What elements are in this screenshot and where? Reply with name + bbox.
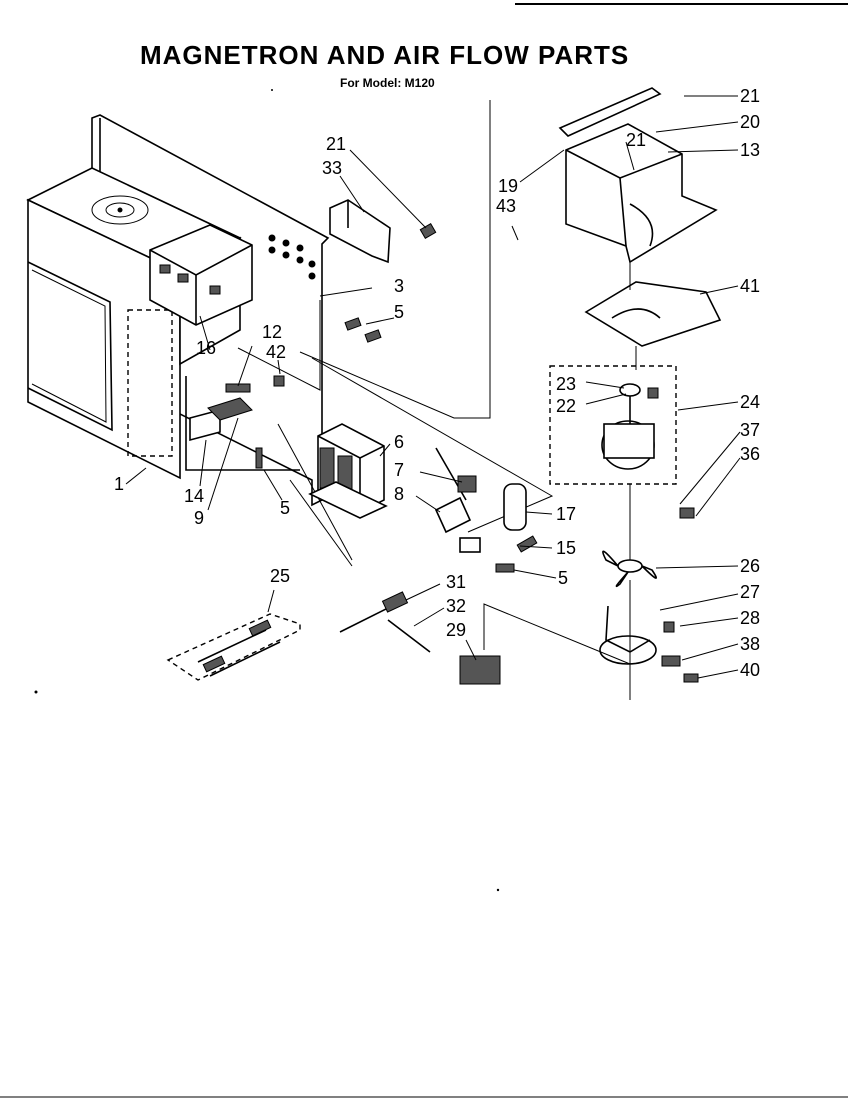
capacitor-group (434, 447, 538, 573)
kit-25 (166, 613, 301, 681)
callout-7: 7 (394, 460, 404, 480)
callout-25: 25 (270, 566, 290, 586)
callout-38: 38 (740, 634, 760, 654)
fuse-thermal-group (339, 591, 631, 690)
callout-23: 23 (556, 374, 576, 394)
callout-16: 16 (196, 338, 216, 358)
callout-1: 1 (114, 474, 124, 494)
fan-motor-assembly (549, 365, 677, 560)
callout-28: 28 (740, 608, 760, 628)
part-14-9 (189, 397, 263, 469)
callout-33: 33 (322, 158, 342, 178)
callout-27: 27 (740, 582, 760, 602)
callout-9: 9 (194, 508, 204, 528)
callout-31: 31 (446, 572, 466, 592)
callout-8: 8 (394, 484, 404, 504)
callout-21: 21 (326, 134, 346, 154)
stray-dot (34, 690, 38, 694)
callout-19: 19 (498, 176, 518, 196)
stray-dot (496, 888, 500, 892)
model-subtitle: For Model: M120 (340, 76, 435, 90)
callout-5: 5 (394, 302, 404, 322)
callout-26: 26 (740, 556, 760, 576)
callout-20: 20 (740, 112, 760, 132)
leader-lines (125, 95, 741, 679)
screws-near-panel (225, 222, 437, 393)
callout-21: 21 (740, 86, 760, 106)
callout-5: 5 (280, 498, 290, 518)
fan-blade-part (602, 550, 658, 700)
callout-5: 5 (558, 568, 568, 588)
callout-43: 43 (496, 196, 516, 216)
transformer-part (308, 423, 388, 519)
stray-dot (271, 89, 273, 91)
callout-14: 14 (184, 486, 204, 506)
diagram-title: MAGNETRON AND AIR FLOW PARTS (140, 40, 630, 70)
callout-41: 41 (740, 276, 760, 296)
callout-15: 15 (556, 538, 576, 558)
callout-13: 13 (740, 140, 760, 160)
callout-32: 32 (446, 596, 466, 616)
air-duct-assembly (558, 87, 722, 370)
callout-29: 29 (446, 620, 466, 640)
callout-labels: 21 33 3 5 12 42 16 1 14 9 5 6 7 8 17 15 … (114, 86, 760, 680)
callout-37: 37 (740, 420, 760, 440)
callout-17: 17 (556, 504, 576, 524)
callout-42: 42 (266, 342, 286, 362)
callout-40: 40 (740, 660, 760, 680)
callout-12: 12 (262, 322, 282, 342)
callout-24: 24 (740, 392, 760, 412)
callout-36: 36 (740, 444, 760, 464)
callout-21: 21 (626, 130, 646, 150)
magnetron-part (149, 224, 253, 326)
bracket-33 (329, 199, 391, 264)
callout-22: 22 (556, 396, 576, 416)
motor-mount-parts (599, 507, 699, 683)
callout-6: 6 (394, 432, 404, 452)
callout-3: 3 (394, 276, 404, 296)
